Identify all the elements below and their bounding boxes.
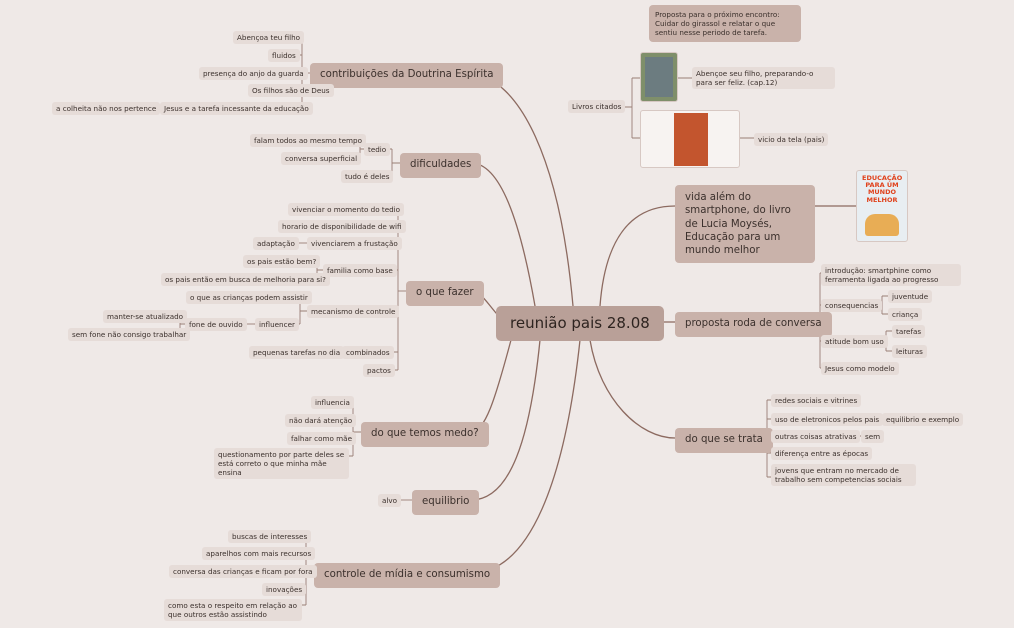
medo-item[interactable]: influencia bbox=[311, 396, 354, 409]
fazer-fone[interactable]: fone de ouvido bbox=[185, 318, 247, 331]
fazer-influencer[interactable]: influencer bbox=[255, 318, 299, 331]
midia-item[interactable]: aparelhos com mais recursos bbox=[202, 547, 316, 560]
fazer-adaptacao[interactable]: adaptação bbox=[253, 237, 299, 250]
fazer-familia-item[interactable]: os pais então em busca de melhoria para … bbox=[161, 273, 330, 286]
roda-consequencias[interactable]: consequencias bbox=[821, 299, 883, 312]
fazer-item[interactable]: vivenciar o momento do tedio bbox=[288, 203, 405, 216]
topic-do-que-se-trata[interactable]: do que se trata bbox=[675, 428, 773, 453]
fazer-pactos[interactable]: pactos bbox=[363, 364, 395, 377]
trata-equilibrio-exemplo[interactable]: equilibrio e exemplo bbox=[882, 413, 964, 426]
fazer-fone-item[interactable]: sem fone não consigo trabalhar bbox=[68, 328, 191, 341]
midia-respeito[interactable]: como esta o respeito em relação ao que o… bbox=[164, 599, 302, 621]
fazer-fone-item[interactable]: manter-se atualizado bbox=[103, 310, 188, 323]
dific-deles[interactable]: tudo é deles bbox=[341, 170, 394, 183]
fazer-assistir[interactable]: o que as crianças podem assistir bbox=[186, 291, 312, 304]
medo-item[interactable]: falhar como mãe bbox=[287, 432, 356, 445]
fazer-item[interactable]: horario de disponibilidade de wifi bbox=[278, 220, 406, 233]
topic-equilibrio[interactable]: equilibrio bbox=[412, 490, 480, 515]
trata-jovens[interactable]: jovens que entram no mercado de trabalho… bbox=[771, 464, 916, 486]
dific-item[interactable]: conversa superficial bbox=[281, 152, 362, 165]
topic-midia[interactable]: controle de mídia e consumismo bbox=[314, 563, 501, 588]
contrib-item[interactable]: fluidos bbox=[268, 49, 300, 62]
contrib-item[interactable]: presença do anjo da guarda bbox=[199, 67, 308, 80]
fazer-frustracao[interactable]: vivenciarem a frustação bbox=[307, 237, 402, 250]
roda-conseq-item[interactable]: criança bbox=[888, 308, 923, 321]
trata-diferenca[interactable]: diferença entre as épocas bbox=[771, 447, 873, 460]
topic-dificuldades[interactable]: dificuldades bbox=[400, 153, 482, 178]
book-vicio-tela[interactable]: vicio da tela (pais) bbox=[754, 133, 829, 146]
fazer-familia-item[interactable]: os pais estão bem? bbox=[243, 255, 321, 268]
medo-questionamento[interactable]: questionamento por parte deles se está c… bbox=[214, 448, 349, 479]
topic-contribuicoes[interactable]: contribuições da Doutrina Espírita bbox=[310, 63, 504, 88]
book-abencoe[interactable]: Abençoe seu filho, preparando-o para ser… bbox=[692, 67, 835, 89]
fazer-combinados[interactable]: combinados bbox=[342, 346, 394, 359]
contrib-item[interactable]: Jesus e a tarefa incessante da educação bbox=[160, 102, 313, 115]
midia-item[interactable]: inovações bbox=[262, 583, 307, 596]
livros-citados[interactable]: Livros citados bbox=[568, 100, 626, 113]
topic-o-que-fazer[interactable]: o que fazer bbox=[406, 281, 484, 306]
equil-alvo[interactable]: alvo bbox=[378, 494, 402, 507]
midia-item[interactable]: conversa das crianças e ficam por fora bbox=[169, 565, 317, 578]
dific-item[interactable]: falam todos ao mesmo tempo bbox=[250, 134, 366, 147]
medo-item[interactable]: não dará atenção bbox=[285, 414, 357, 427]
topic-medo[interactable]: do que temos medo? bbox=[361, 422, 489, 447]
roda-introducao[interactable]: introdução: smartphine como ferramenta l… bbox=[821, 264, 961, 286]
midia-item[interactable]: buscas de interesses bbox=[228, 530, 312, 543]
fazer-mecanismo[interactable]: mecanismo de controle bbox=[307, 305, 400, 318]
trata-redes[interactable]: redes sociais e vitrines bbox=[771, 394, 862, 407]
note-proposta[interactable]: Proposta para o próximo encontro: Cuidar… bbox=[649, 5, 801, 42]
book-image-abencoe bbox=[640, 52, 678, 102]
fazer-tarefas[interactable]: pequenas tarefas no dia bbox=[249, 346, 345, 359]
book-cover-educacao: EDUCAÇÃO PARA UM MUNDO MELHOR bbox=[856, 170, 908, 242]
trata-sem[interactable]: sem bbox=[861, 430, 885, 443]
roda-conseq-item[interactable]: juventude bbox=[888, 290, 933, 303]
trata-uso[interactable]: uso de eletronicos pelos pais bbox=[771, 413, 884, 426]
roda-atitude-item[interactable]: tarefas bbox=[892, 325, 926, 338]
book-cover-title: EDUCAÇÃO PARA UM MUNDO MELHOR bbox=[862, 174, 903, 204]
root-topic[interactable]: reunião pais 28.08 bbox=[496, 306, 664, 341]
roda-atitude-item[interactable]: leituras bbox=[892, 345, 927, 358]
book-image-vicio bbox=[640, 110, 740, 168]
dific-tedio[interactable]: tedio bbox=[364, 143, 391, 156]
fazer-familia[interactable]: familia como base bbox=[323, 264, 397, 277]
trata-outras[interactable]: outras coisas atrativas bbox=[771, 430, 861, 443]
roda-jesus[interactable]: Jesus como modelo bbox=[821, 362, 899, 375]
contrib-sub-item[interactable]: a colheita não nos pertence bbox=[52, 102, 161, 115]
contrib-item[interactable]: Abençoa teu filho bbox=[233, 31, 305, 44]
contrib-item[interactable]: Os filhos são de Deus bbox=[248, 84, 334, 97]
topic-roda-conversa[interactable]: proposta roda de conversa bbox=[675, 312, 832, 337]
topic-vida-alem[interactable]: vida além do smartphone, do livro de Luc… bbox=[675, 185, 815, 264]
roda-atitude[interactable]: atitude bom uso bbox=[821, 335, 888, 348]
